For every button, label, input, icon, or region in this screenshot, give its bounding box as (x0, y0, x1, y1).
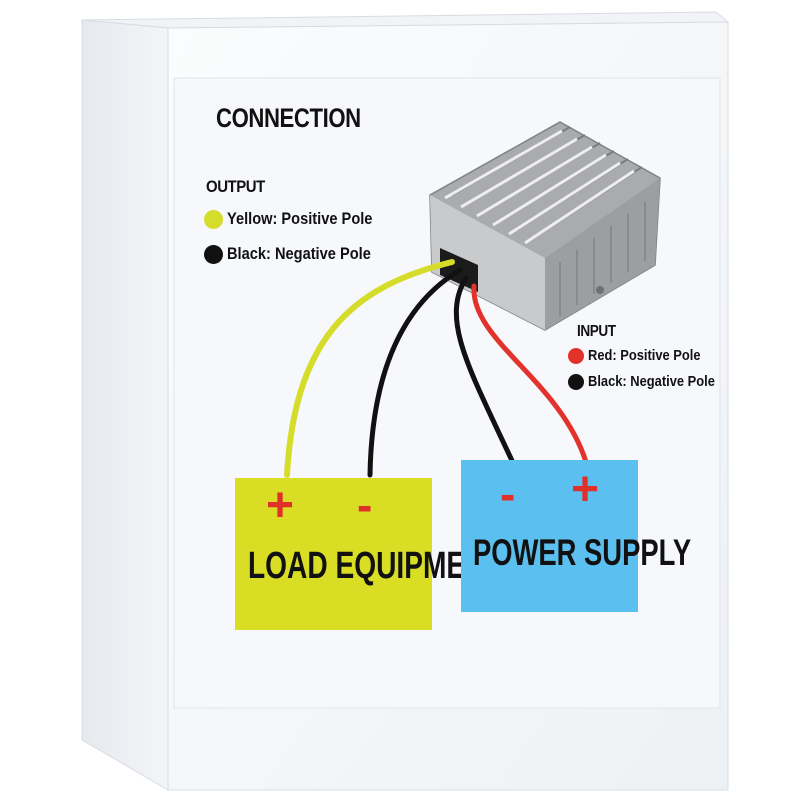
box-side (81, 19, 169, 791)
black-dot-icon (568, 373, 584, 390)
wire-output-black (367, 267, 463, 478)
input-heading: INPUT (577, 323, 616, 340)
wire-input-red (471, 283, 589, 465)
load-equipment-box (235, 478, 432, 630)
red-dot-icon (568, 347, 584, 364)
input-legend-label: Black: Negative Pole (588, 373, 715, 390)
power-plus-terminal: + (571, 463, 600, 516)
output-legend-yellow: Yellow: Positive Pole (204, 209, 396, 229)
power-supply-box (461, 460, 638, 612)
black-dot-icon (204, 244, 223, 264)
input-legend-label: Red: Positive Pole (588, 347, 701, 364)
output-heading: OUTPUT (206, 177, 265, 196)
diagram-title: CONNECTION (216, 103, 361, 133)
input-legend-red: Red: Positive Pole (568, 347, 719, 364)
converter-module (429, 121, 661, 331)
yellow-dot-icon (204, 209, 223, 229)
wire-input-black (453, 275, 517, 468)
output-legend-label: Yellow: Positive Pole (227, 209, 373, 228)
output-legend-label: Black: Negative Pole (227, 244, 371, 263)
power-supply-label: POWER SUPPLY (473, 532, 692, 573)
output-legend-black: Black: Negative Pole (204, 244, 394, 264)
load-minus-terminal: - (357, 479, 373, 531)
wire-output-yellow (284, 259, 455, 478)
load-plus-terminal: + (266, 479, 295, 532)
power-minus-terminal: - (500, 468, 516, 520)
load-equipment-label: LOAD EQUIPMENT (248, 545, 503, 587)
input-legend-black: Black: Negative Pole (568, 373, 736, 390)
